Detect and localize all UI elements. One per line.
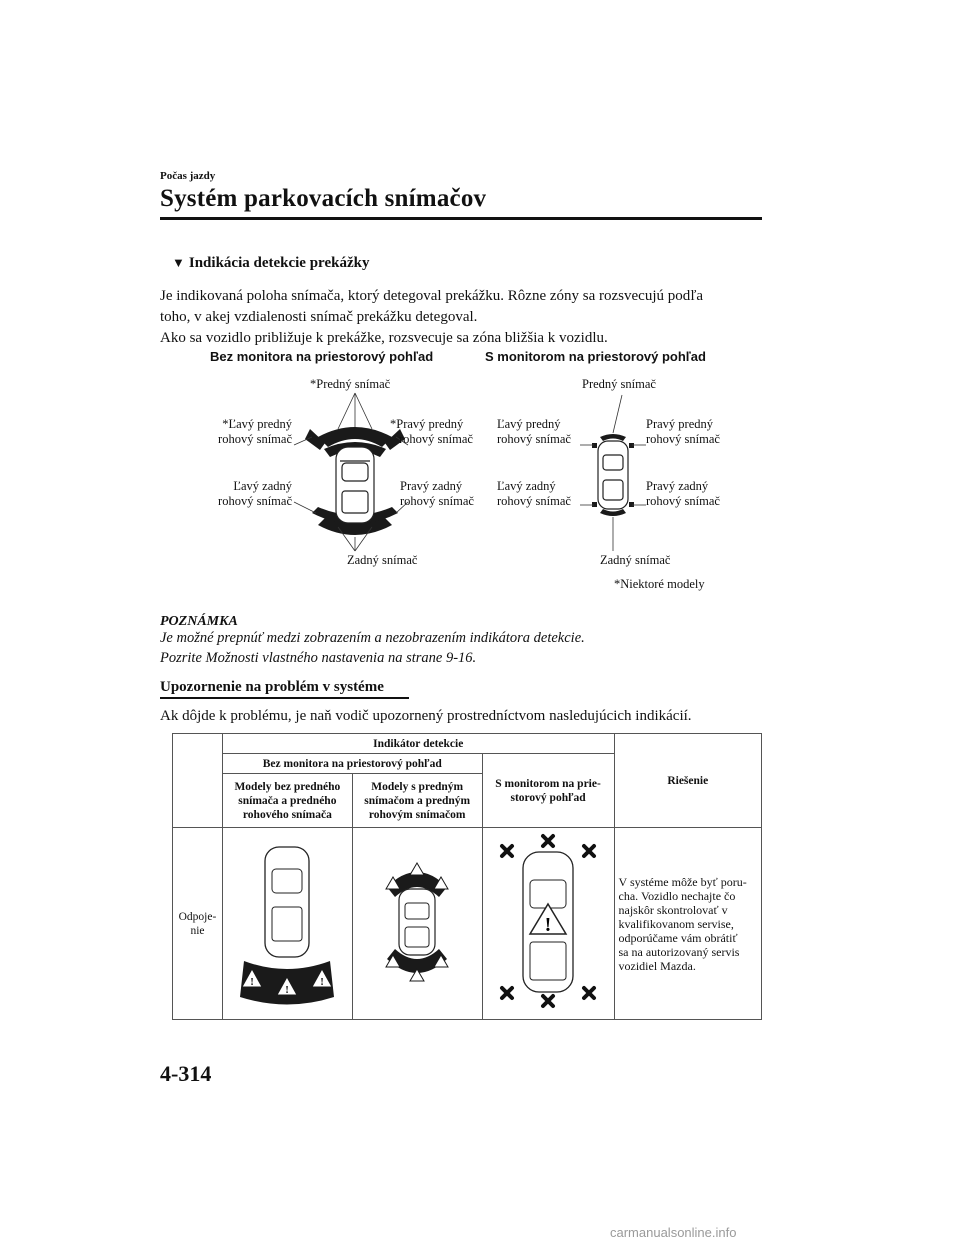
label-front-sensor-left: *Predný snímač bbox=[310, 377, 391, 391]
label-rear-sensor-right: Zadný snímač bbox=[600, 553, 671, 567]
svg-text:!: ! bbox=[321, 977, 324, 988]
car-all-warning-icon bbox=[385, 861, 450, 981]
th-without-monitor: Bez monitora na priestorový pohľad bbox=[221, 753, 483, 774]
note-heading: POZNÁMKA bbox=[160, 614, 238, 629]
cell-front-image bbox=[351, 827, 483, 1020]
cell-monitor-image: ! bbox=[481, 827, 615, 1020]
note-line-1: Je možné prepnúť medzi zobrazením a nezo… bbox=[160, 630, 585, 646]
note-line-2: Pozrite Možnosti vlastného nastavenia na… bbox=[160, 650, 477, 666]
svg-text:!: ! bbox=[286, 985, 289, 996]
right-car bbox=[597, 440, 629, 510]
warning-text: Ak dôjde k problému, je naň vodič upozor… bbox=[160, 708, 692, 724]
header-rule bbox=[160, 217, 762, 220]
svg-text:!: ! bbox=[545, 914, 552, 936]
car-rear-warning-icon: !!! bbox=[240, 845, 335, 1004]
left-leaders bbox=[293, 392, 409, 552]
th-solution: Riešenie bbox=[613, 733, 763, 828]
right-zones bbox=[592, 434, 634, 516]
diagram-left-title: Bez monitora na priestorový pohľad bbox=[210, 349, 434, 364]
intro-line-3: Ako sa vozidlo približuje k prekážke, ro… bbox=[160, 330, 608, 346]
warning-heading: Upozornenie na problém v systéme bbox=[160, 679, 384, 695]
label-rear-sensor-left: Zadný snímač bbox=[347, 553, 418, 567]
table-corner bbox=[172, 733, 223, 828]
page-number: 4-314 bbox=[160, 1061, 212, 1086]
row-label: Odpoje-nie bbox=[172, 827, 223, 1020]
table-row: Odpoje-nie !!! bbox=[172, 827, 763, 1020]
th-with-monitor: S monitorom na prie-storový pohľad bbox=[481, 753, 615, 828]
subheading-text: Indikácia detekcie prekážky bbox=[188, 255, 370, 271]
footnote-some-models: *Niektoré modely bbox=[614, 577, 705, 591]
watermark: carmanualsonline.info bbox=[610, 1225, 737, 1240]
section-label: Počas jazdy bbox=[160, 170, 216, 182]
right-leaders bbox=[580, 394, 646, 551]
triangle-down-icon: ▼ bbox=[172, 255, 185, 270]
chapter-title: Systém parkovacích snímačov bbox=[160, 185, 487, 212]
intro-line-1: Je indikovaná poloha snímača, ktorý dete… bbox=[160, 288, 704, 304]
warning-underline bbox=[160, 697, 409, 699]
subheading: ▼Indikácia detekcie prekážky bbox=[172, 255, 369, 272]
left-car bbox=[335, 446, 375, 524]
cell-no-front-image: !!! bbox=[221, 827, 353, 1020]
diagram-right-title: S monitorom na priestorový pohľad bbox=[485, 349, 706, 364]
intro-line-2: toho, v akej vzdialenosti snímač prekážk… bbox=[160, 309, 478, 325]
indicator-table: Indikátor detekcie Riešenie Bez monitora… bbox=[172, 733, 763, 1020]
sensor-diagram bbox=[293, 392, 646, 552]
label-front-sensor-right: Predný snímač bbox=[582, 377, 656, 391]
solution-text: V systéme môže byť poru- cha. Vozidlo ne… bbox=[613, 827, 763, 1020]
svg-text:!: ! bbox=[251, 977, 254, 988]
th-indicator: Indikátor detekcie bbox=[221, 733, 615, 754]
car-monitor-warning-icon: ! bbox=[500, 833, 597, 1008]
